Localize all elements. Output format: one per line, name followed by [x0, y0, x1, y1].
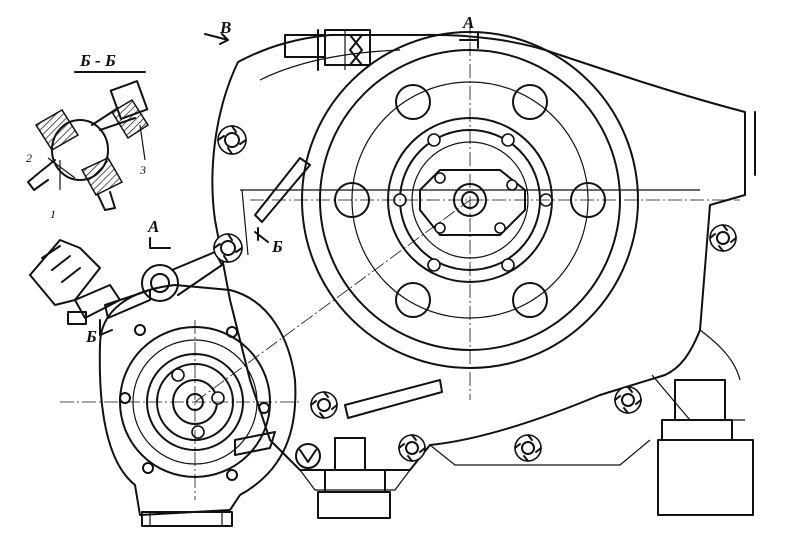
section-a-top-label: А: [462, 13, 474, 32]
section-markers: [99, 31, 479, 336]
top-boss: [284, 29, 371, 71]
link-arm: [104, 157, 443, 419]
bolt-rosettes: [213, 125, 737, 462]
section-b-b-detail: [27, 71, 150, 211]
feet: [295, 379, 754, 519]
view-b-label: В: [219, 18, 231, 37]
section-b-left-label: Б: [85, 327, 97, 346]
part-3-label: 3: [139, 163, 146, 177]
lower-housing: [98, 284, 297, 527]
section-b-right-label: Б: [271, 237, 283, 256]
connector: [29, 239, 121, 325]
section-title-label: Б - Б: [79, 51, 116, 70]
section-a-left-label: А: [147, 217, 159, 236]
part-1-label: 1: [50, 207, 56, 221]
axis-link: [194, 199, 471, 403]
part-2-label: 2: [26, 151, 32, 165]
